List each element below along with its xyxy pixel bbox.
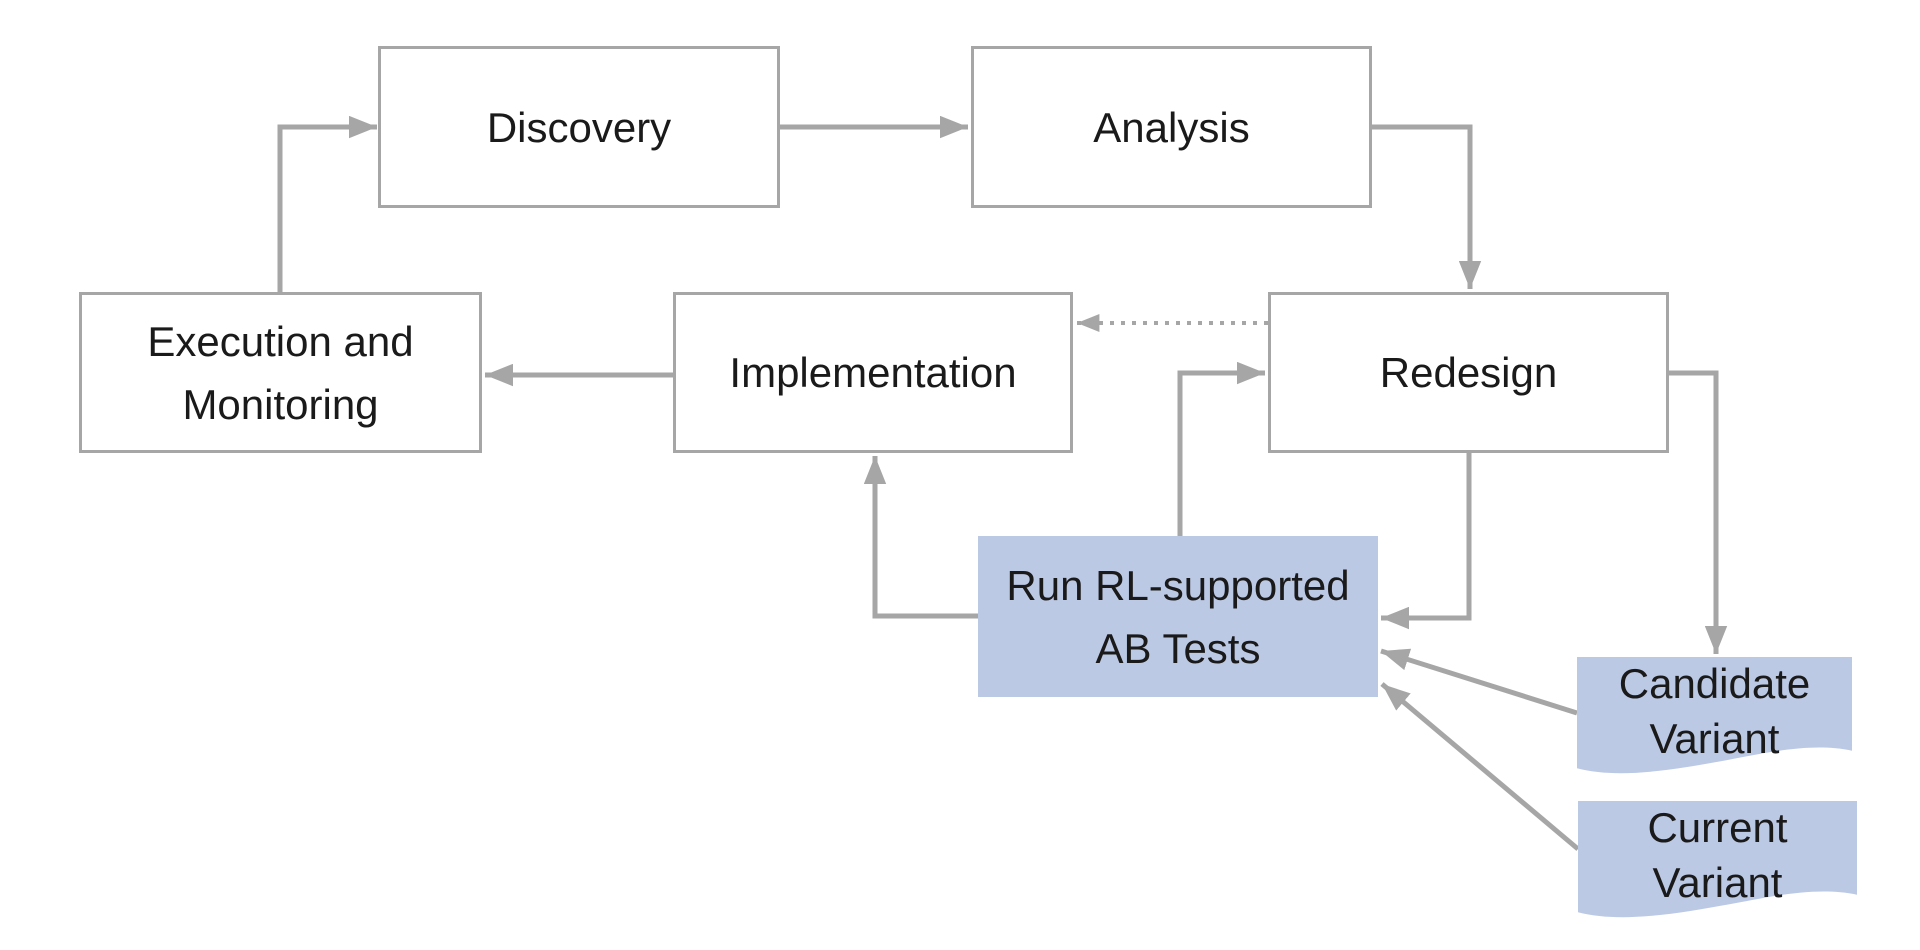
- edge-abtests-to-implementation: [863, 456, 978, 619]
- node-discovery: Discovery: [378, 46, 780, 208]
- edge-redesign-to-abtests: [1381, 453, 1472, 630]
- edge-execution-to-discovery: [277, 115, 377, 292]
- edge-analysis-to-redesign: [1372, 124, 1482, 289]
- node-abtests-label-line2: AB Tests: [1095, 624, 1261, 672]
- node-current-variant: Current Variant: [1578, 801, 1857, 923]
- document-shape: [1578, 801, 1857, 918]
- node-execution-label-line1: Execution and: [147, 317, 414, 365]
- document-shape: [1577, 657, 1852, 774]
- edge-candidate-variant-to-abtests: [1380, 648, 1578, 716]
- node-discovery-label: Discovery: [486, 103, 672, 151]
- node-redesign: Redesign: [1268, 292, 1669, 453]
- edge-abtests-to-redesign: [1177, 361, 1265, 536]
- node-execution-label-line2: Monitoring: [182, 380, 379, 428]
- node-analysis: Analysis: [971, 46, 1372, 208]
- edge-redesign-to-candidate-variant: [1669, 370, 1728, 654]
- node-implementation-label: Implementation: [729, 349, 1017, 396]
- node-abtests-label-line1: Run RL-supported: [1006, 561, 1350, 609]
- node-candidate-variant: Candidate Variant: [1577, 657, 1852, 779]
- node-redesign-label: Redesign: [1379, 349, 1558, 396]
- node-current-label-line1: Current: [1647, 803, 1788, 851]
- node-current-label-line2: Variant: [1652, 859, 1783, 906]
- edge-current-variant-to-abtests: [1380, 682, 1580, 851]
- node-candidate-label-line1: Candidate: [1618, 659, 1811, 707]
- node-run-rl-supported-ab-tests: Run RL-supported AB Tests: [978, 536, 1378, 697]
- node-analysis-label: Analysis: [1093, 103, 1250, 151]
- node-candidate-label-line2: Variant: [1649, 715, 1780, 762]
- node-implementation: Implementation: [673, 292, 1073, 453]
- node-execution-and-monitoring: Execution and Monitoring: [79, 292, 482, 453]
